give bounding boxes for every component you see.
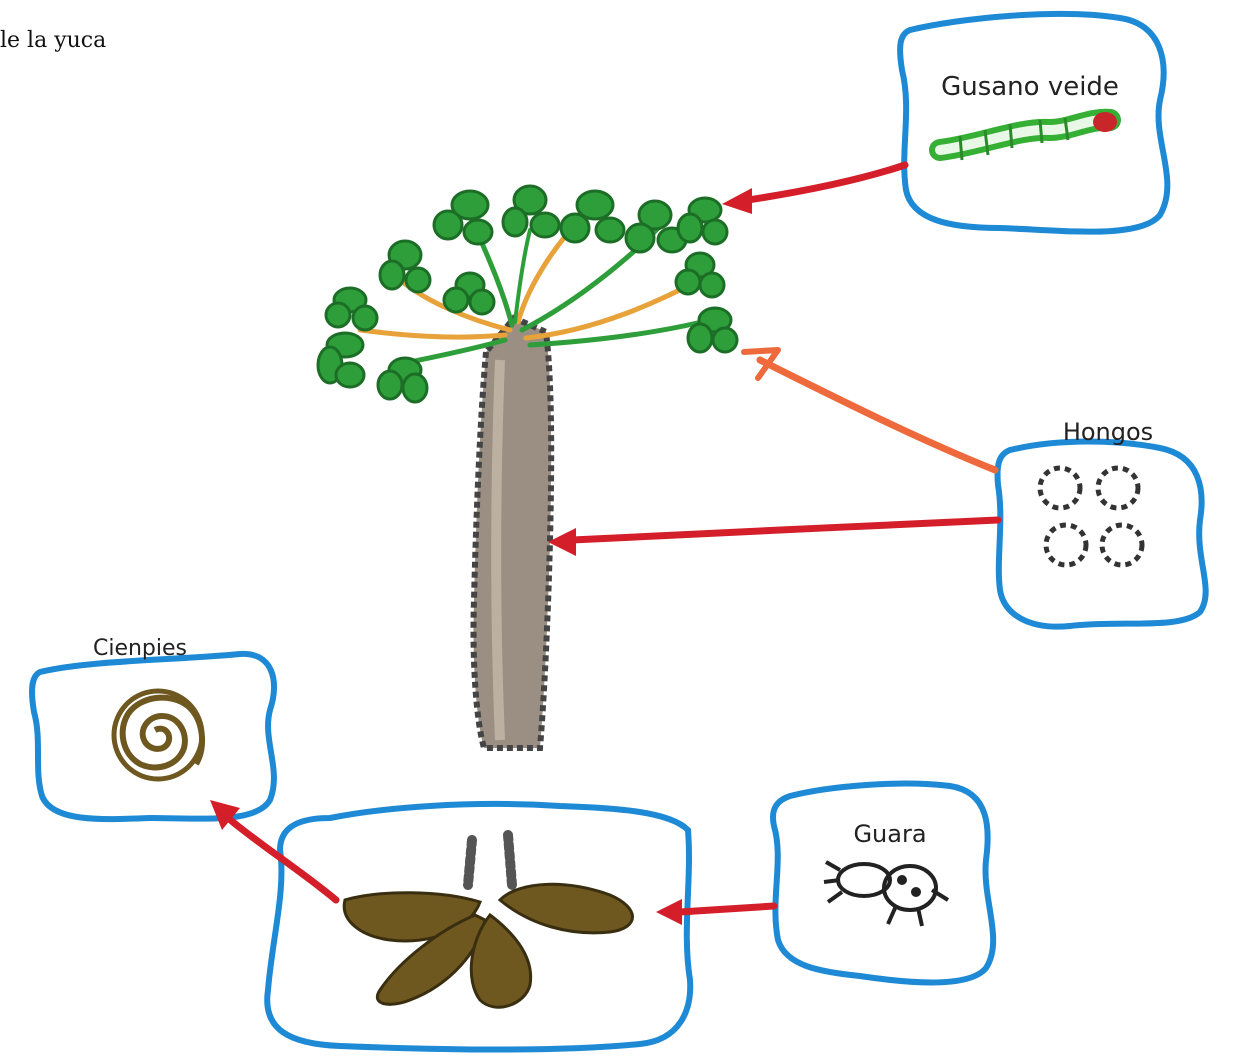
leaf-cluster <box>442 271 496 316</box>
green-worm-icon <box>929 108 1121 161</box>
arrow-hongos-to-stem <box>548 516 1002 556</box>
cassava-plant <box>316 184 739 751</box>
plant-leaves <box>316 184 739 404</box>
fungus-spores-icon <box>1037 465 1145 568</box>
leaf-cluster <box>432 189 494 246</box>
plant-stem <box>470 314 555 751</box>
arrow-roots-to-ciempies <box>210 800 340 904</box>
leaf-cluster <box>324 286 379 332</box>
cassava-roots <box>342 882 634 1009</box>
leaf-cluster <box>676 196 729 246</box>
label-guara: Guara <box>853 820 926 848</box>
pest-box-guara: Guara <box>770 780 997 986</box>
centipede-spiral-icon <box>111 688 206 782</box>
leaf-cluster <box>316 331 366 389</box>
leaf-cluster <box>686 306 739 354</box>
label-gusano: Gusano veide <box>941 72 1119 102</box>
leaf-cluster <box>674 251 726 299</box>
arrow-hongos-to-leaves <box>741 347 999 474</box>
leaf-cluster <box>559 189 626 244</box>
root-stems <box>463 830 517 890</box>
label-ciempies: Cienpies <box>93 636 187 661</box>
pest-box-hongos: Hongos <box>994 418 1209 630</box>
guara-animal-icon <box>823 860 950 927</box>
arrows <box>210 161 1002 925</box>
roots-box <box>264 800 694 1053</box>
leaf-cluster <box>376 356 429 404</box>
leaf-cluster <box>501 184 561 239</box>
pest-box-ciempies: Cienpies <box>29 636 277 823</box>
label-hongos: Hongos <box>1063 418 1153 446</box>
diagram-title: le la yuca <box>0 28 107 53</box>
pest-box-gusano: Gusano veide <box>897 10 1171 235</box>
leaf-cluster <box>378 239 432 294</box>
arrow-gusano-to-leaves <box>722 161 909 214</box>
arrow-guara-to-roots <box>656 899 778 925</box>
